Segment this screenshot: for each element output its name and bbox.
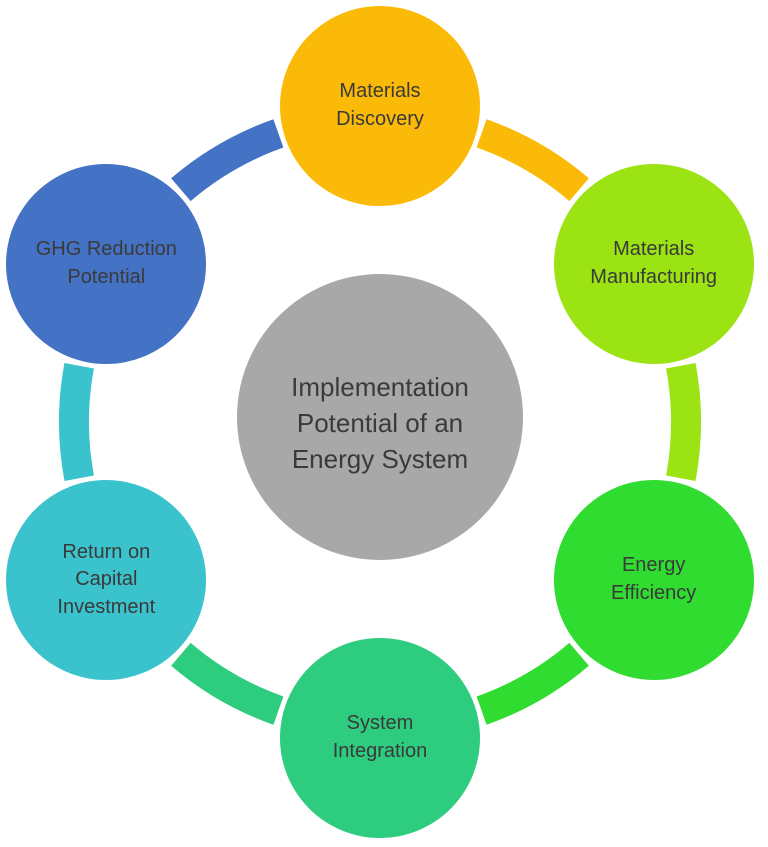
center-label: Implementation Potential of an Energy Sy… xyxy=(291,372,469,474)
node-label-return-on-capital-investment: Return on Capital Investment xyxy=(57,540,156,618)
node-materials-discovery: Materials Discovery xyxy=(280,6,480,206)
arc-system-integration-to-return-on-capital xyxy=(171,642,284,725)
node-label-system-integration: System Integration xyxy=(332,712,428,762)
node-return-on-capital-investment: Return on Capital Investment xyxy=(6,480,207,680)
node-label-materials-discovery: Materials Discovery xyxy=(336,80,424,130)
arc-ghg-reduction-to-materials-discovery xyxy=(171,119,284,202)
center-node-implementation-potential: Implementation Potential of an Energy Sy… xyxy=(237,274,523,560)
node-label-ghg-reduction-potential: GHG Reduction Potential xyxy=(35,238,177,288)
node-materials-manufacturing: Materials Manufacturing xyxy=(553,164,754,364)
arc-return-on-capital-to-ghg-reduction xyxy=(58,362,94,482)
node-label-energy-efficiency: Energy Efficiency xyxy=(611,554,697,604)
arc-materials-discovery-to-materials-manufacturing xyxy=(476,119,589,202)
arc-energy-efficiency-to-system-integration xyxy=(476,642,589,725)
node-energy-efficiency: Energy Efficiency xyxy=(553,480,754,680)
node-label-materials-manufacturing: Materials Manufacturing xyxy=(590,238,718,288)
arc-materials-manufacturing-to-energy-efficiency xyxy=(666,362,702,482)
node-system-integration: System Integration xyxy=(280,638,480,838)
node-ghg-reduction-potential: GHG Reduction Potential xyxy=(6,164,207,364)
